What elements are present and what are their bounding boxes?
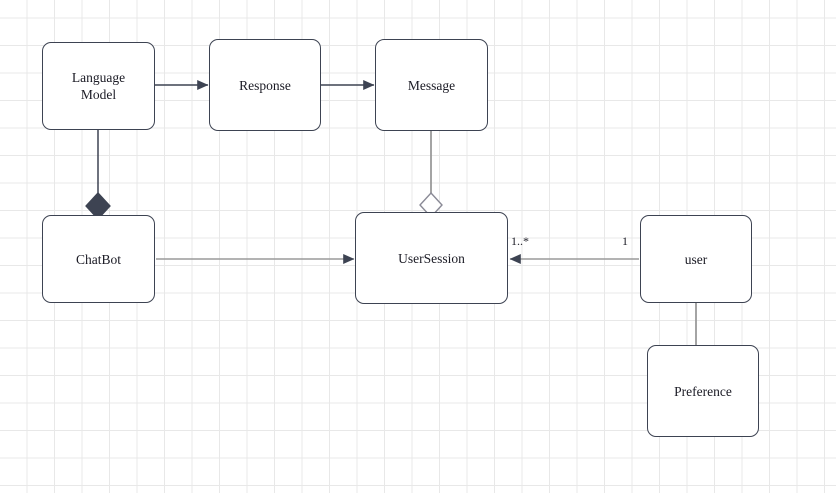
edge-language-model-chatbot (85, 130, 111, 220)
node-label-preference: Preference (674, 383, 732, 399)
node-label-response: Response (239, 77, 291, 93)
node-preference[interactable]: Preference (647, 345, 759, 437)
node-label-message: Message (407, 77, 456, 93)
node-response[interactable]: Response (209, 39, 321, 131)
node-label-language-model: Language Model (71, 70, 126, 102)
multiplicity-label-usersession: 1..* (511, 234, 529, 248)
node-label-usersession: UserSession (398, 250, 465, 266)
node-label-chatbot: ChatBot (75, 251, 121, 267)
node-user[interactable]: user (640, 215, 752, 303)
node-language-model[interactable]: Language Model (42, 42, 155, 130)
node-usersession[interactable]: UserSession (355, 212, 508, 304)
edge-message-usersession (419, 131, 443, 219)
node-chatbot[interactable]: ChatBot (42, 215, 155, 303)
multiplicity-label-user: 1 (622, 234, 628, 248)
node-message[interactable]: Message (375, 39, 488, 131)
node-label-user: user (684, 251, 708, 267)
